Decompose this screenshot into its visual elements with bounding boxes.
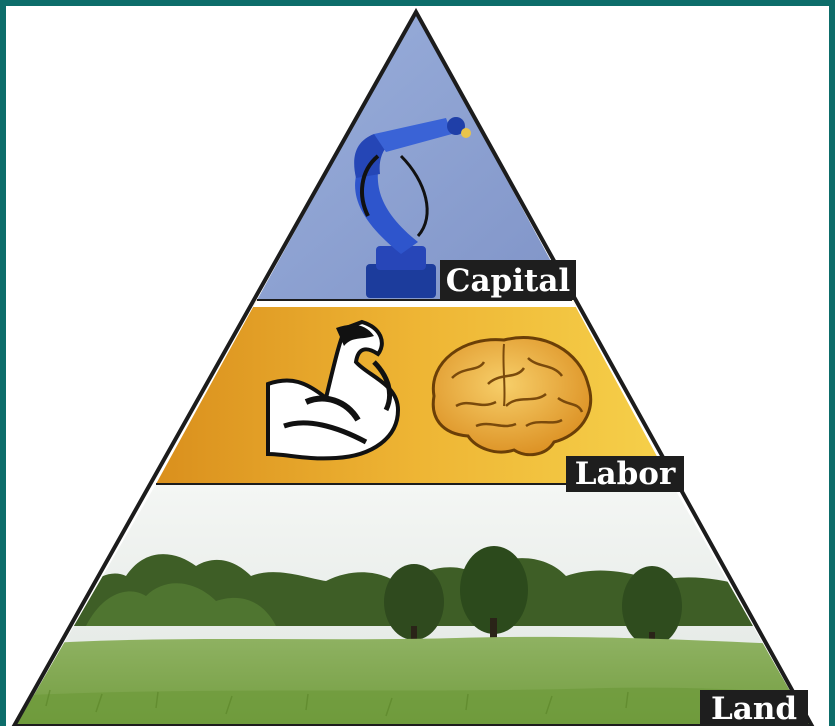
capital-label-box: Capital: [440, 260, 576, 300]
land-label-box: Land: [700, 690, 808, 726]
factors-of-production-pyramid: Capital Labor Land: [6, 6, 829, 726]
land-label: Land: [711, 691, 797, 726]
capital-label: Capital: [446, 263, 570, 299]
labor-label-box: Labor: [566, 456, 684, 492]
pyramid-frame: Capital Labor Land: [6, 6, 829, 726]
labor-label: Labor: [575, 456, 676, 492]
